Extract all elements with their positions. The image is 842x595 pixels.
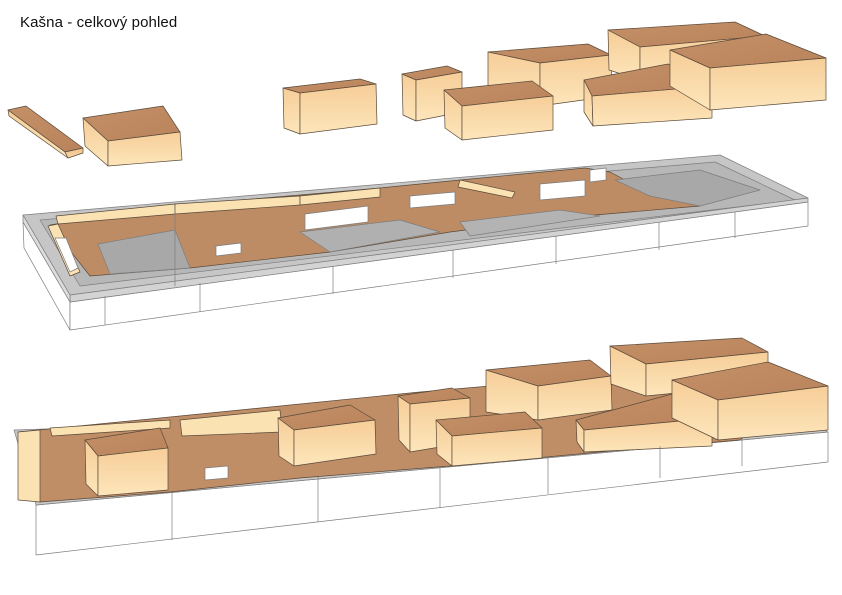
building-block	[277, 404, 377, 467]
building-block	[282, 78, 378, 135]
building-block	[84, 427, 169, 497]
page-title: Kašna - celkový pohled	[20, 14, 178, 31]
building-block	[671, 361, 829, 441]
building-block	[7, 105, 84, 159]
building-block	[435, 411, 543, 467]
terrain-view	[22, 154, 809, 331]
assembled-view	[13, 337, 829, 556]
building-block	[485, 359, 613, 421]
building-block	[82, 105, 183, 167]
exploded-buildings-view	[7, 21, 827, 167]
building-block	[443, 80, 554, 141]
building-block	[669, 33, 827, 111]
